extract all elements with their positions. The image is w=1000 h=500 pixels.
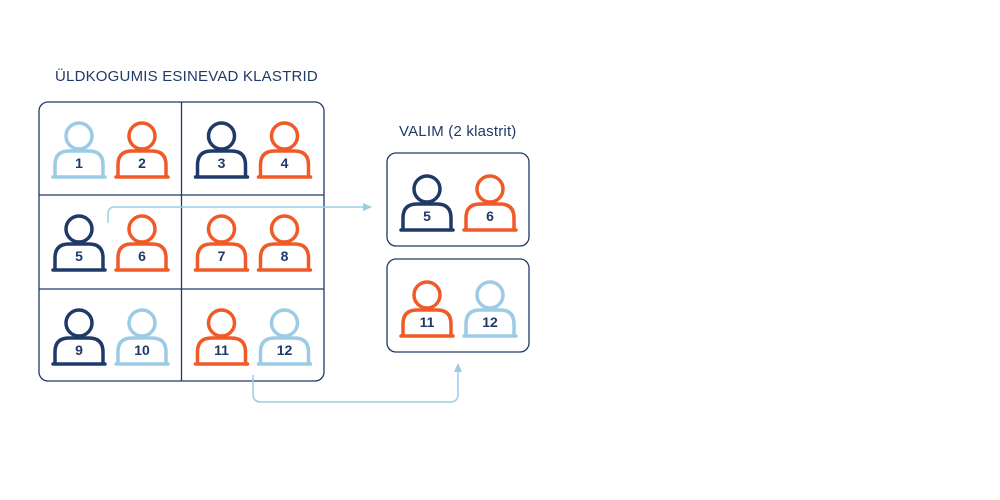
person-number: 11 bbox=[214, 342, 229, 358]
person-number: 4 bbox=[281, 155, 289, 171]
population-title: ÜLDKOGUMIS ESINEVAD KLASTRID bbox=[55, 68, 318, 85]
person-icon: 5 bbox=[51, 214, 107, 272]
person-body-icon bbox=[464, 202, 516, 230]
person-body-icon bbox=[401, 308, 453, 336]
person-number: 6 bbox=[486, 208, 494, 224]
person-head-icon bbox=[269, 308, 300, 338]
person-number: 12 bbox=[277, 342, 293, 358]
person-icon: 6 bbox=[462, 174, 518, 232]
person-head-icon bbox=[64, 121, 94, 151]
person-body-icon bbox=[401, 202, 453, 230]
person-body-icon bbox=[464, 308, 516, 336]
person-number: 3 bbox=[218, 155, 226, 171]
person-icon: 4 bbox=[256, 121, 313, 179]
person-icon: 3 bbox=[193, 121, 250, 179]
person-number: 10 bbox=[134, 342, 150, 358]
person-body-icon bbox=[195, 149, 248, 177]
person-head-icon bbox=[64, 214, 94, 244]
person-head-icon bbox=[269, 214, 300, 244]
person-number: 5 bbox=[75, 248, 83, 264]
person-icon: 6 bbox=[114, 214, 170, 272]
person-icon: 2 bbox=[114, 121, 170, 179]
person-icon: 12 bbox=[462, 280, 518, 338]
person-body-icon bbox=[195, 242, 248, 270]
person-body-icon bbox=[116, 336, 168, 364]
person-icon: 7 bbox=[193, 214, 250, 272]
sample-title: VALIM (2 klastrit) bbox=[399, 123, 517, 140]
person-icon: 12 bbox=[256, 308, 313, 366]
person-number: 7 bbox=[218, 248, 226, 264]
sample-cluster-frame bbox=[386, 258, 530, 353]
person-icon: 11 bbox=[399, 280, 455, 338]
person-head-icon bbox=[64, 308, 94, 338]
person-head-icon bbox=[475, 280, 505, 310]
person-body-icon bbox=[258, 242, 311, 270]
population-grid bbox=[38, 101, 325, 382]
person-body-icon bbox=[53, 242, 105, 270]
selection-arrow bbox=[252, 363, 462, 403]
person-icon: 5 bbox=[399, 174, 455, 232]
person-body-icon bbox=[116, 149, 168, 177]
person-body-icon bbox=[258, 336, 311, 364]
person-head-icon bbox=[269, 121, 300, 151]
person-head-icon bbox=[206, 214, 237, 244]
person-head-icon bbox=[206, 121, 237, 151]
person-icon: 8 bbox=[256, 214, 313, 272]
person-number: 8 bbox=[281, 248, 289, 264]
person-head-icon bbox=[127, 121, 157, 151]
person-head-icon bbox=[127, 214, 157, 244]
selection-arrow bbox=[107, 203, 372, 223]
person-icon: 10 bbox=[114, 308, 170, 366]
person-body-icon bbox=[195, 336, 248, 364]
person-head-icon bbox=[127, 308, 157, 338]
sample-cluster-frame bbox=[386, 152, 530, 247]
person-head-icon bbox=[412, 280, 442, 310]
person-number: 6 bbox=[138, 248, 146, 264]
person-icon: 1 bbox=[51, 121, 107, 179]
person-icon: 9 bbox=[51, 308, 107, 366]
person-body-icon bbox=[53, 336, 105, 364]
person-body-icon bbox=[258, 149, 311, 177]
person-icon: 11 bbox=[193, 308, 250, 366]
person-body-icon bbox=[116, 242, 168, 270]
person-head-icon bbox=[475, 174, 505, 204]
person-body-icon bbox=[53, 149, 105, 177]
person-number: 5 bbox=[423, 208, 431, 224]
person-head-icon bbox=[412, 174, 442, 204]
person-head-icon bbox=[206, 308, 237, 338]
person-number: 11 bbox=[420, 314, 435, 330]
person-number: 2 bbox=[138, 155, 146, 171]
person-number: 1 bbox=[75, 155, 83, 171]
person-number: 9 bbox=[75, 342, 83, 358]
person-number: 12 bbox=[482, 314, 498, 330]
